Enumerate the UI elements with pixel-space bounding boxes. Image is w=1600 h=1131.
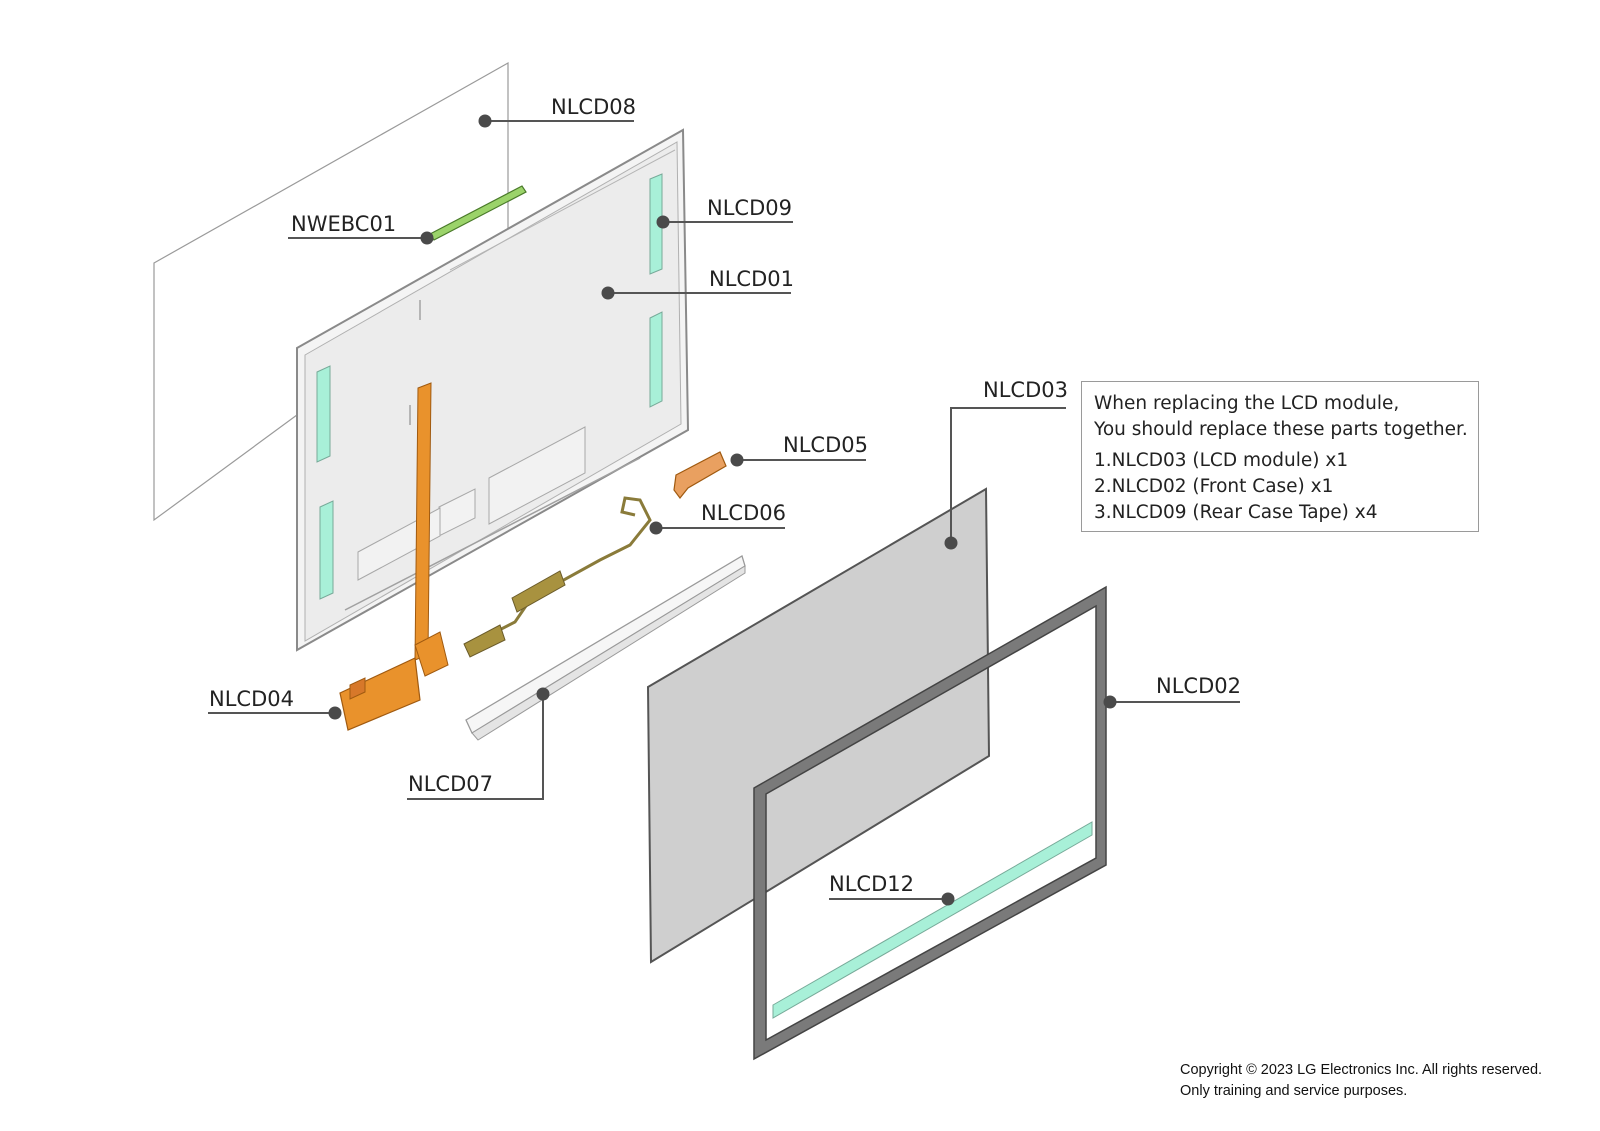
part-nlcd01-rear-case — [296, 128, 690, 652]
copyright-line-1: Copyright © 2023 LG Electronics Inc. All… — [1180, 1062, 1543, 1078]
note-item-3: 3.NLCD09 (Rear Case Tape) x4 — [1094, 502, 1378, 523]
part-nlcd05-hinge — [673, 451, 727, 499]
label-nlcd12: NLCD12 — [829, 872, 914, 896]
note-item-1: 1.NLCD03 (LCD module) x1 — [1094, 450, 1349, 471]
part-nlcd02-front-bezel — [753, 585, 1107, 1061]
part-nlcd03-lcd-panel — [646, 487, 991, 964]
label-nlcd07: NLCD07 — [408, 772, 493, 796]
label-nlcd02: NLCD02 — [1156, 674, 1241, 698]
part-nlcd09-tapes — [316, 173, 663, 600]
note-line-2: You should replace these parts together. — [1094, 419, 1468, 440]
copyright-line-2: Only training and service purposes. — [1180, 1083, 1408, 1099]
part-nlcd12-tape — [772, 821, 1093, 1019]
replacement-note-box: When replacing the LCD module, You shoul… — [1081, 381, 1479, 532]
label-nlcd01: NLCD01 — [709, 267, 794, 291]
copyright-notice: Copyright © 2023 LG Electronics Inc. All… — [1180, 1060, 1542, 1102]
label-nlcd05: NLCD05 — [783, 433, 868, 457]
leader-lines — [208, 120, 1240, 900]
note-line-1: When replacing the LCD module, — [1094, 393, 1400, 414]
note-items-list: 1.NLCD03 (LCD module) x1 2.NLCD02 (Front… — [1094, 448, 1466, 526]
label-nlcd06: NLCD06 — [701, 501, 786, 525]
part-nlcd04-flex-cable — [339, 382, 449, 731]
leader-dots — [328, 114, 1117, 906]
note-item-2: 2.NLCD02 (Front Case) x1 — [1094, 476, 1334, 497]
label-nlcd08: NLCD08 — [551, 95, 636, 119]
label-nwebc01: NWEBC01 — [291, 212, 396, 236]
part-nlcd06-antenna — [463, 496, 652, 658]
label-nlcd09: NLCD09 — [707, 196, 792, 220]
label-nlcd04: NLCD04 — [209, 687, 294, 711]
label-nlcd03: NLCD03 — [983, 378, 1068, 402]
